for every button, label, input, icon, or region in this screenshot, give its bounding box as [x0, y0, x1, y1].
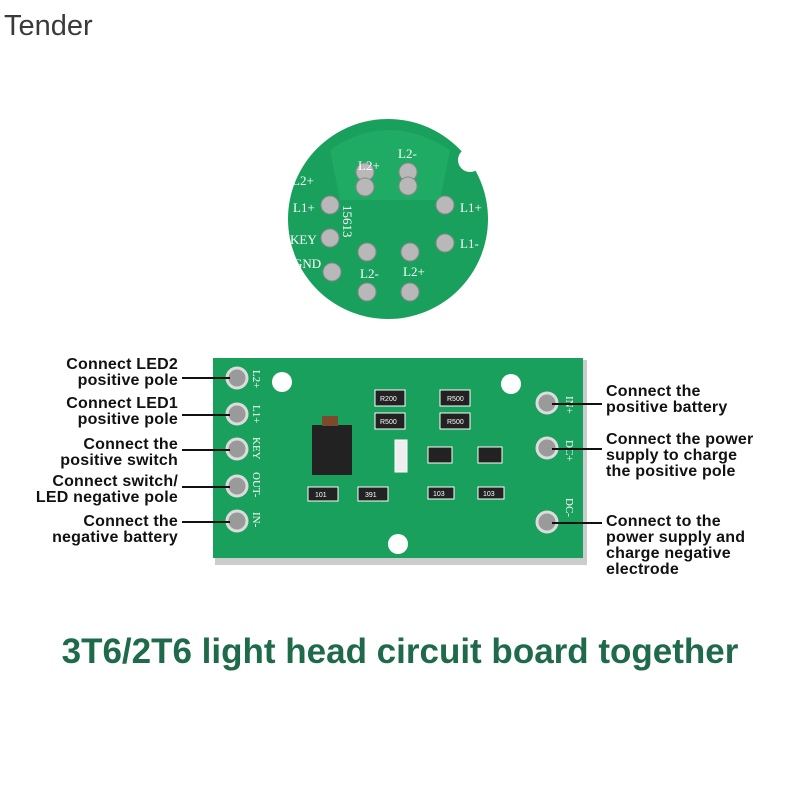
- leader-line: [552, 403, 602, 405]
- pad-label: KEY: [250, 437, 262, 460]
- leader-line: [552, 448, 602, 450]
- leader-line: [182, 377, 230, 379]
- round-label: L2+: [403, 264, 425, 279]
- leader-line: [552, 522, 602, 524]
- round-label: L1+: [460, 200, 482, 215]
- component-label: 103: [483, 491, 495, 498]
- leader-line: [182, 449, 230, 451]
- leader-line: [182, 414, 230, 416]
- rect-pcb: R200 R500 R500 R500 101 391 103 103 L2+ …: [213, 358, 587, 565]
- round-label: L1-: [460, 236, 479, 251]
- round-label: L2-: [360, 266, 379, 281]
- round-label: L2+: [292, 173, 314, 188]
- pad-label: OUT-: [250, 472, 262, 498]
- round-label: L2+: [358, 158, 380, 173]
- pad-label: L1+: [250, 405, 262, 423]
- pad-label: DC+: [563, 440, 575, 461]
- round-label: L1+: [293, 200, 315, 215]
- brand-watermark: Tender: [4, 10, 93, 42]
- round-label: GND: [293, 256, 321, 271]
- leader-line: [182, 486, 230, 488]
- component-label: R500: [380, 419, 397, 426]
- caption: 3T6/2T6 light head circuit board togethe…: [61, 632, 739, 671]
- pad-label: DC-: [563, 498, 575, 517]
- component-label: R500: [447, 419, 464, 426]
- component-label: 103: [433, 491, 445, 498]
- pad-label: IN-: [250, 512, 262, 528]
- round-label: KEY: [290, 232, 317, 247]
- pad-label: L2+: [250, 370, 262, 388]
- round-label: 15613: [340, 205, 355, 238]
- round-pcb: L2+ L2- L2+ L1+ L1+ KEY GND L2- L2+ L1- …: [288, 119, 488, 319]
- component-label: 391: [365, 492, 377, 499]
- label-switch-led-negative: Connect switch/LED negative pole: [35, 473, 178, 506]
- component-label: R500: [447, 396, 464, 403]
- component-label: 101: [315, 492, 327, 499]
- component-label: R200: [380, 396, 397, 403]
- round-label: L2-: [398, 146, 417, 161]
- leader-line: [182, 521, 230, 523]
